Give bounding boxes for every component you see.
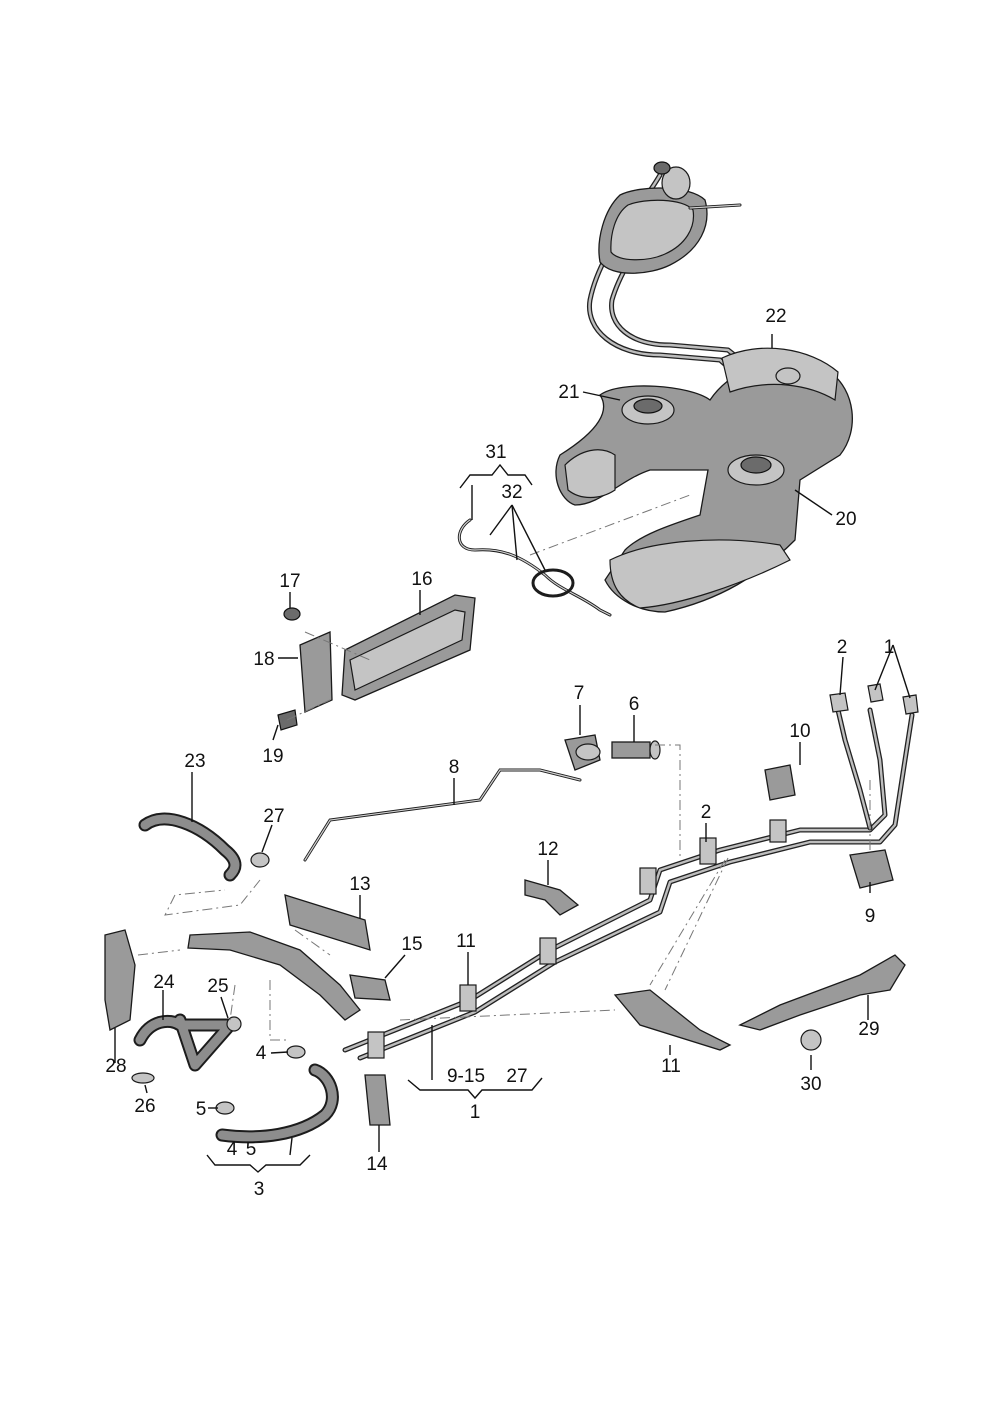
callout-20: 20 <box>835 509 856 530</box>
callout-17: 17 <box>279 571 300 592</box>
callout-19: 19 <box>262 746 283 767</box>
callout-8: 8 <box>449 757 460 778</box>
leader-lines <box>114 334 911 1173</box>
callout-1-top: 1 <box>884 637 895 658</box>
callout-9-15: 9-15 <box>447 1066 485 1087</box>
callout-5-left: 5 <box>196 1099 207 1120</box>
callout-25: 25 <box>207 976 228 997</box>
callout-2-mid: 2 <box>701 802 712 823</box>
callout-24: 24 <box>153 972 175 993</box>
callout-1-bottom: 1 <box>470 1102 481 1123</box>
callout-10: 10 <box>789 721 810 742</box>
callout-6: 6 <box>629 694 640 715</box>
clip-parts <box>284 879 732 1126</box>
callout-21: 21 <box>558 382 579 403</box>
callout-29: 29 <box>858 1019 879 1040</box>
callout-11-right: 11 <box>661 1056 681 1077</box>
callout-18: 18 <box>253 649 274 670</box>
callout-13: 13 <box>349 874 370 895</box>
callout-14: 14 <box>366 1154 388 1175</box>
callout-9: 9 <box>865 906 876 927</box>
callout-26: 26 <box>134 1096 155 1117</box>
callout-30: 30 <box>800 1074 821 1095</box>
callout-22: 22 <box>765 306 786 327</box>
bracket-assembly <box>277 594 476 731</box>
callout-11-mid: 11 <box>456 931 476 952</box>
callout-27-bottom: 27 <box>506 1066 527 1087</box>
callout-23: 23 <box>184 751 205 772</box>
callout-27-top: 27 <box>263 806 284 827</box>
callout-15: 15 <box>401 934 422 955</box>
callout-16: 16 <box>411 569 432 590</box>
callout-2-top: 2 <box>837 637 848 658</box>
callout-31: 31 <box>485 442 506 463</box>
small-parts-right <box>564 734 894 889</box>
callout-12: 12 <box>537 839 558 860</box>
reference-lines <box>137 494 871 1041</box>
fuel-tank <box>555 161 853 613</box>
heat-shield-bracket <box>738 954 906 1051</box>
callout-28: 28 <box>105 1056 126 1077</box>
callout-numbers: 1 2 2 6 7 8 9 10 11 11 12 13 14 15 16 17… <box>105 306 894 1200</box>
callout-3: 3 <box>254 1179 265 1200</box>
hose-assembly <box>104 812 361 1144</box>
callout-4-brace: 4 <box>227 1139 238 1160</box>
callout-7: 7 <box>574 683 585 704</box>
callout-4-left: 4 <box>256 1043 267 1064</box>
callout-32: 32 <box>501 482 522 503</box>
callout-5-brace: 5 <box>246 1139 257 1160</box>
sender-wire <box>457 518 612 617</box>
